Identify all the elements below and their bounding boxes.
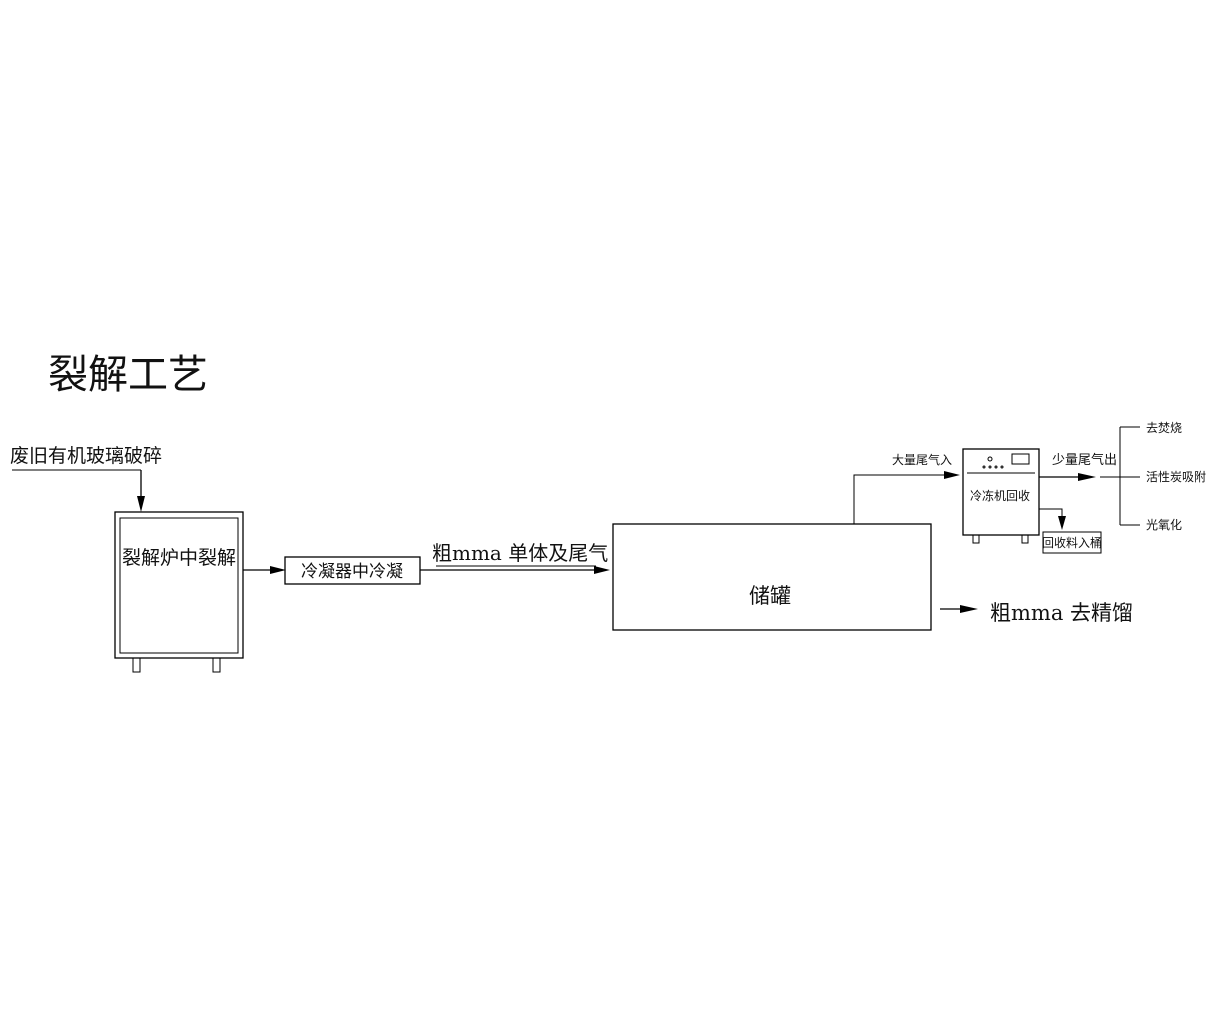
input-arrow-head — [137, 496, 145, 512]
tank-label: 储罐 — [749, 584, 791, 608]
recycle-label: 回收料入桶 — [1042, 535, 1102, 550]
cracking-furnace — [114, 511, 244, 673]
recycle-box — [1042, 531, 1102, 554]
small-gas-arrow — [1078, 473, 1096, 481]
condenser-label: 冷凝器中冷凝 — [301, 562, 403, 582]
branch-bracket — [1100, 426, 1140, 526]
branch-photo-oxidation: 光氧化 — [1146, 518, 1182, 532]
recycle-line — [1039, 508, 1063, 518]
branch-activated-carbon: 活性炭吸附 — [1146, 470, 1206, 484]
furnace-to-condenser-arrow — [270, 566, 286, 574]
large-gas-label: 大量尾气入 — [892, 452, 952, 467]
tank-to-chiller-arrow — [944, 471, 960, 479]
branch-incineration: 去焚烧 — [1146, 421, 1182, 435]
small-gas-label: 少量尾气出 — [1052, 452, 1117, 468]
output-arrow-head — [960, 605, 978, 613]
recycle-arrow — [1058, 516, 1066, 530]
input-label: 废旧有机玻璃破碎 — [10, 445, 162, 467]
output-label: 粗mma 去精馏 — [990, 601, 1133, 625]
chiller-unit — [962, 448, 1040, 544]
tank-to-chiller-line — [853, 474, 946, 524]
condenser-to-tank-arrow — [594, 566, 610, 574]
storage-tank — [612, 523, 932, 631]
diagram-title: 裂解工艺 — [48, 352, 208, 398]
crude-label: 粗mma 单体及尾气 — [432, 541, 608, 565]
furnace-label: 裂解炉中裂解 — [122, 547, 236, 569]
chiller-label: 冷冻机回收 — [970, 488, 1030, 503]
